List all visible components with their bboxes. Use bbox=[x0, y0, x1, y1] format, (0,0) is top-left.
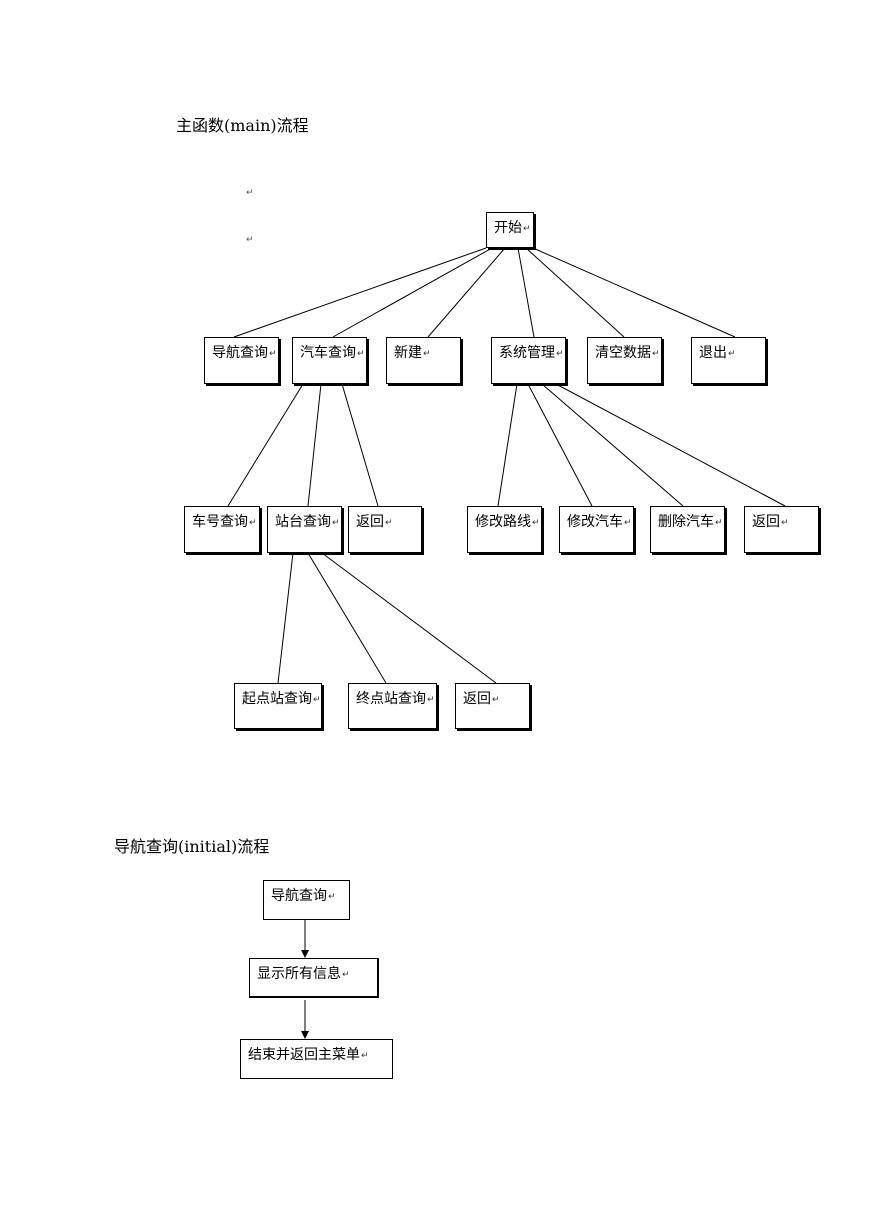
edge bbox=[227, 383, 304, 507]
node-delete-bus: 删除汽车↵ bbox=[650, 506, 725, 553]
edge bbox=[532, 247, 736, 338]
edge bbox=[527, 383, 593, 507]
node-nav-query: 导航查询↵ bbox=[204, 337, 279, 384]
edge bbox=[497, 383, 518, 507]
node-exit: 退出↵ bbox=[691, 337, 766, 384]
edge bbox=[555, 383, 786, 507]
node-bus-back: 返回↵ bbox=[348, 506, 422, 553]
node-start-station-query: 起点站查询↵ bbox=[234, 683, 322, 729]
node-bus-number-query: 车号查询↵ bbox=[184, 506, 260, 553]
node-start: 开始↵ bbox=[486, 212, 534, 248]
node-system-back: 返回↵ bbox=[744, 506, 819, 553]
edge bbox=[307, 383, 322, 507]
edge bbox=[517, 247, 535, 338]
node-station-back: 返回↵ bbox=[455, 683, 530, 729]
node-clear-data: 清空数据↵ bbox=[587, 337, 662, 384]
initial-flow-heading: 导航查询(initial)流程 bbox=[114, 837, 270, 856]
edge bbox=[427, 247, 506, 338]
node-system-mgmt: 系统管理↵ bbox=[491, 337, 566, 384]
main-flow-heading: 主函数(main)流程 bbox=[176, 116, 309, 135]
flow-step-show-all-info: 显示所有信息↵ bbox=[249, 958, 379, 998]
edge bbox=[233, 247, 487, 338]
edge bbox=[277, 552, 294, 684]
edge bbox=[321, 552, 497, 684]
node-modify-bus: 修改汽车↵ bbox=[559, 506, 634, 553]
edge bbox=[307, 552, 387, 684]
node-new: 新建↵ bbox=[386, 337, 461, 384]
edge bbox=[541, 383, 684, 507]
edge bbox=[341, 383, 379, 507]
flow-step-end-return: 结束并返回主菜单↵ bbox=[240, 1039, 393, 1079]
paragraph-mark: ↵ bbox=[246, 235, 254, 245]
paragraph-mark: ↵ bbox=[246, 188, 254, 198]
node-station-query: 站台查询↵ bbox=[267, 506, 342, 553]
flow-step-nav-query: 导航查询↵ bbox=[263, 880, 350, 920]
node-end-station-query: 终点站查询↵ bbox=[348, 683, 437, 729]
node-modify-route: 修改路线↵ bbox=[467, 506, 542, 553]
edge bbox=[332, 247, 493, 338]
edge bbox=[525, 247, 625, 338]
node-bus-query: 汽车查询↵ bbox=[292, 337, 367, 384]
